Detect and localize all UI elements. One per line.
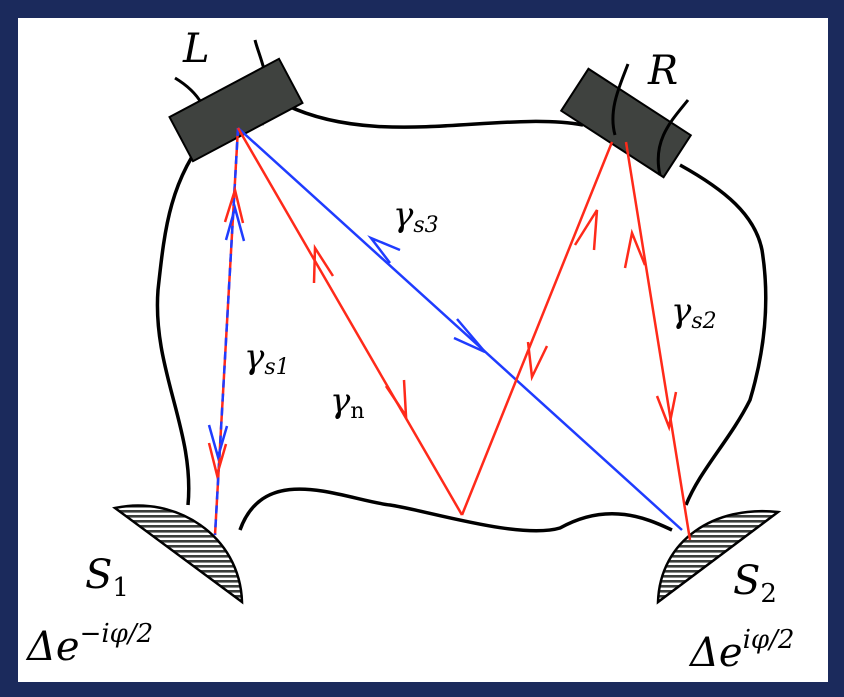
label-gamma-s3: γs3: [393, 195, 439, 238]
sc1-symbol: S: [85, 552, 112, 598]
gamma-s2-symbol: γ: [671, 291, 692, 331]
gamma-s2-sub: s2: [691, 309, 716, 334]
label-lead-right: R: [647, 48, 678, 94]
sc1-sub: 1: [112, 573, 129, 603]
label-gap-left: Δe−iφ/2: [25, 619, 153, 670]
arrow-s2-down: [655, 391, 678, 432]
gap-left-exp: −iφ/2: [80, 619, 154, 649]
label-lead-left: L: [182, 26, 210, 72]
sc2-sub: 2: [760, 579, 777, 609]
label-gamma-s1: γs1: [244, 337, 290, 380]
sc2-symbol: S: [733, 558, 760, 604]
path-gamma-s1: [207, 127, 246, 536]
gap-right-base: Δe: [688, 630, 743, 676]
gamma-s3-sub: s3: [413, 213, 438, 238]
arrow-s3-up: [367, 235, 401, 264]
lead-right-wire-2: [656, 99, 690, 176]
gap-right-exp: iφ/2: [743, 625, 795, 655]
gamma-s1-sub: s1: [264, 355, 289, 380]
arrow-s1-down-red: [207, 442, 228, 480]
lead-left-block: [168, 57, 304, 163]
gamma-s1-symbol: γ: [244, 337, 265, 377]
gamma-n-symbol: γ: [330, 381, 351, 421]
arrow-n-right-down: [526, 341, 549, 382]
gamma-s3-symbol: γ: [393, 195, 414, 235]
label-gamma-n: γn: [330, 381, 365, 424]
arrow-s2-up: [623, 228, 647, 269]
arrow-n-right-up: [573, 209, 599, 251]
path-gamma-s3: [237, 127, 683, 531]
cavity-outline: [155, 103, 768, 533]
arrow-s1-down-blue: [207, 424, 229, 462]
gap-left-base: Δe: [25, 624, 80, 670]
superconductor-s2: [656, 509, 782, 605]
superconductor-s1: [112, 504, 244, 605]
arrow-n-down: [384, 379, 408, 421]
panel-background: [18, 18, 828, 682]
lead-left: [168, 39, 304, 163]
label-sc2: S2: [733, 558, 777, 609]
arrow-n-up: [312, 243, 335, 284]
path-gamma-n: [236, 127, 614, 516]
lead-right-wire-1: [611, 63, 630, 136]
label-gamma-s2: γs2: [671, 291, 717, 334]
arrow-s1-up-red: [223, 185, 245, 224]
label-gap-right: Δeiφ/2: [688, 625, 794, 676]
label-sc1: S1: [85, 552, 129, 603]
gamma-n-sub: n: [350, 399, 364, 424]
arrow-s3-down: [453, 318, 486, 354]
arrow-s1-up-blue: [224, 203, 246, 242]
path-gamma-s2: [623, 141, 692, 541]
